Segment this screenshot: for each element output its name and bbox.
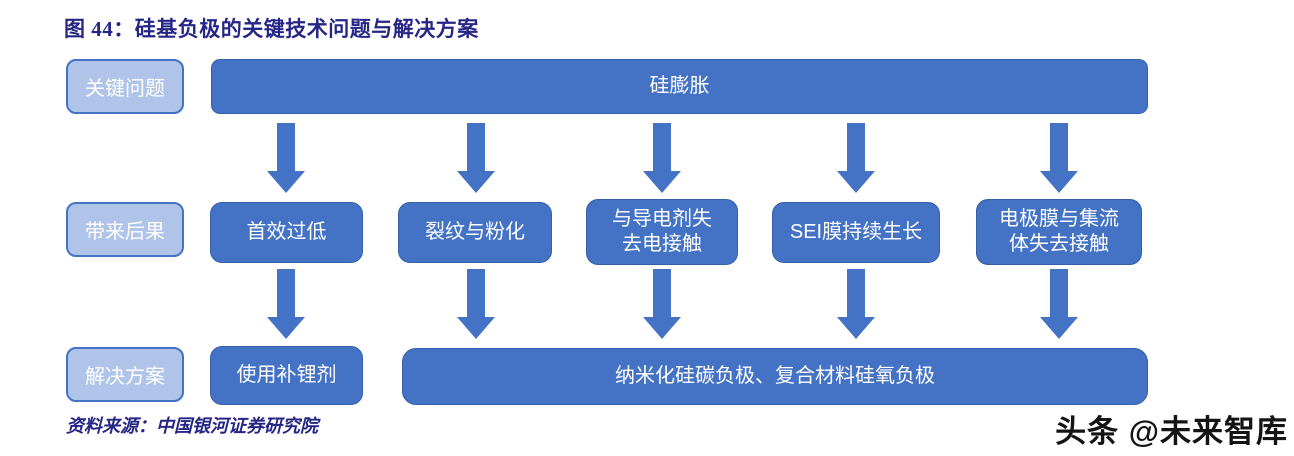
down-arrow-icon [1038, 269, 1080, 339]
consequence-box-text: 电极膜与集流 体失去接触 [999, 208, 1119, 255]
consequence-box-text: SEI膜持续生长 [789, 221, 923, 243]
row-label-text: 解决方案 [85, 366, 165, 388]
solution-bar-text: 纳米化硅碳负极、复合材料硅氧负极 [615, 365, 935, 387]
problem-bar-text: 硅膨胀 [649, 75, 710, 97]
solution-box: 使用补锂剂 [210, 346, 363, 405]
problem-bar: 硅膨胀 [211, 59, 1148, 114]
consequence-box-text: 裂纹与粉化 [425, 221, 525, 243]
down-arrow-icon [641, 123, 683, 193]
down-arrow-icon [455, 269, 497, 339]
row-label-text: 带来后果 [85, 221, 165, 243]
down-arrow-icon [265, 123, 307, 193]
down-arrow-icon [835, 123, 877, 193]
down-arrow-icon [835, 269, 877, 339]
source-note: 资料来源：中国银河证券研究院 [66, 416, 318, 436]
down-arrow-icon [1038, 123, 1080, 193]
solution-box-text: 使用补锂剂 [236, 364, 337, 386]
down-arrow-icon [455, 123, 497, 193]
consequence-box: 首效过低 [210, 202, 363, 263]
row-label-text: 关键问题 [85, 78, 165, 100]
solution-bar: 纳米化硅碳负极、复合材料硅氧负极 [402, 348, 1148, 405]
row-label-key-problem: 关键问题 [66, 59, 184, 114]
down-arrow-icon [641, 269, 683, 339]
row-label-solution: 解决方案 [66, 347, 184, 402]
down-arrow-icon [265, 269, 307, 339]
consequence-box-text: 与导电剂失 去电接触 [612, 208, 712, 255]
consequence-box: 裂纹与粉化 [398, 202, 552, 263]
consequence-box: 电极膜与集流 体失去接触 [976, 199, 1142, 265]
row-label-consequence: 带来后果 [66, 202, 184, 257]
watermark: 头条 @未来智库 [1055, 414, 1288, 449]
figure-title: 图 44：硅基负极的关键技术问题与解决方案 [64, 17, 479, 41]
consequence-box: 与导电剂失 去电接触 [586, 199, 738, 265]
consequence-box: SEI膜持续生长 [772, 202, 940, 263]
consequence-box-text: 首效过低 [246, 221, 327, 243]
